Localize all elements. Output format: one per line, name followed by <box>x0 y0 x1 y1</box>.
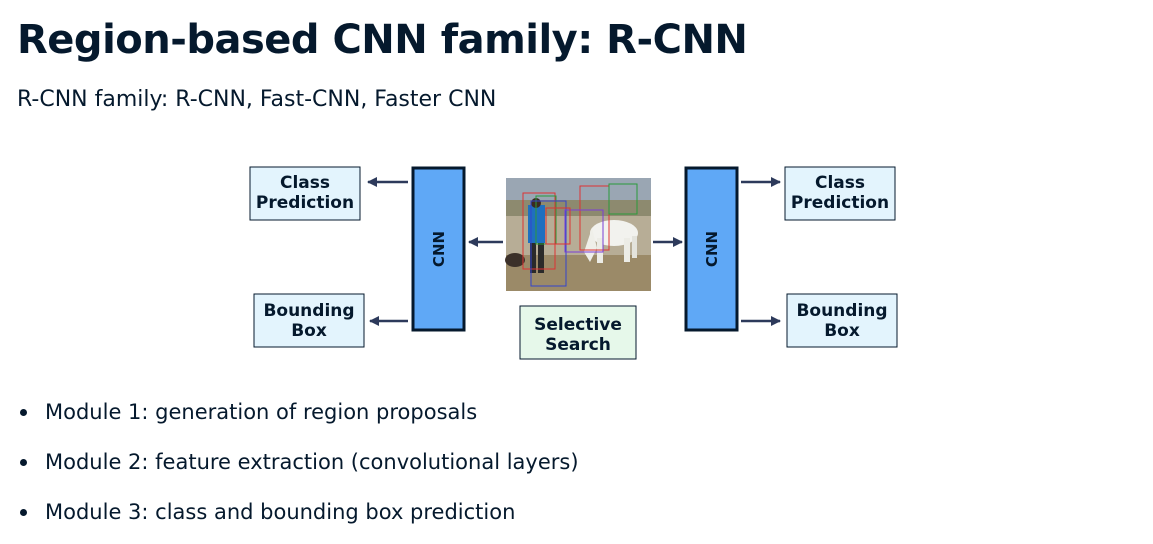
right-cnn-label: CNN <box>703 231 721 267</box>
list-item: Module 3: class and bounding box predict… <box>18 494 579 544</box>
bullet-dot-icon <box>20 509 27 516</box>
selective-search-box: Selective Search <box>519 305 637 360</box>
module-list: Module 1: generation of region proposals… <box>18 394 579 544</box>
list-item: Module 1: generation of region proposals <box>18 394 579 444</box>
selective-search-label-line1: Selective <box>534 315 622 335</box>
right-bounding-box-label-line1: Bounding <box>796 301 887 321</box>
right-bounding-box-label-line2: Box <box>824 321 860 341</box>
list-item: Module 2: feature extraction (convolutio… <box>18 444 579 494</box>
right-class-prediction-label-line2: Prediction <box>791 193 889 213</box>
module-1-text: Module 1: generation of region proposals <box>45 400 478 424</box>
left-cnn-block: CNN <box>411 166 466 332</box>
module-3-text: Module 3: class and bounding box predict… <box>45 500 516 524</box>
left-bounding-box-label-line2: Box <box>291 321 327 341</box>
left-class-prediction-label-line2: Prediction <box>256 193 354 213</box>
left-bounding-box-box: Bounding Box <box>253 293 365 348</box>
bullet-dot-icon <box>20 459 27 466</box>
page-title: Region-based CNN family: R-CNN <box>17 17 748 63</box>
left-class-prediction-label-line1: Class <box>280 173 330 193</box>
left-bounding-box-label-line1: Bounding <box>263 301 354 321</box>
selective-search-label-line2: Search <box>545 335 611 355</box>
bullet-dot-icon <box>20 409 27 416</box>
right-bounding-box-box: Bounding Box <box>786 293 898 348</box>
right-class-prediction-label-line1: Class <box>815 173 865 193</box>
left-class-prediction-box: Class Prediction <box>249 166 361 221</box>
left-cnn-label: CNN <box>430 231 448 267</box>
page-subtitle: R-CNN family: R-CNN, Fast-CNN, Faster CN… <box>17 87 497 112</box>
right-class-prediction-box: Class Prediction <box>784 166 896 221</box>
module-2-text: Module 2: feature extraction (convolutio… <box>45 450 579 474</box>
right-cnn-block: CNN <box>684 166 739 332</box>
region-proposals-photo <box>505 178 651 291</box>
